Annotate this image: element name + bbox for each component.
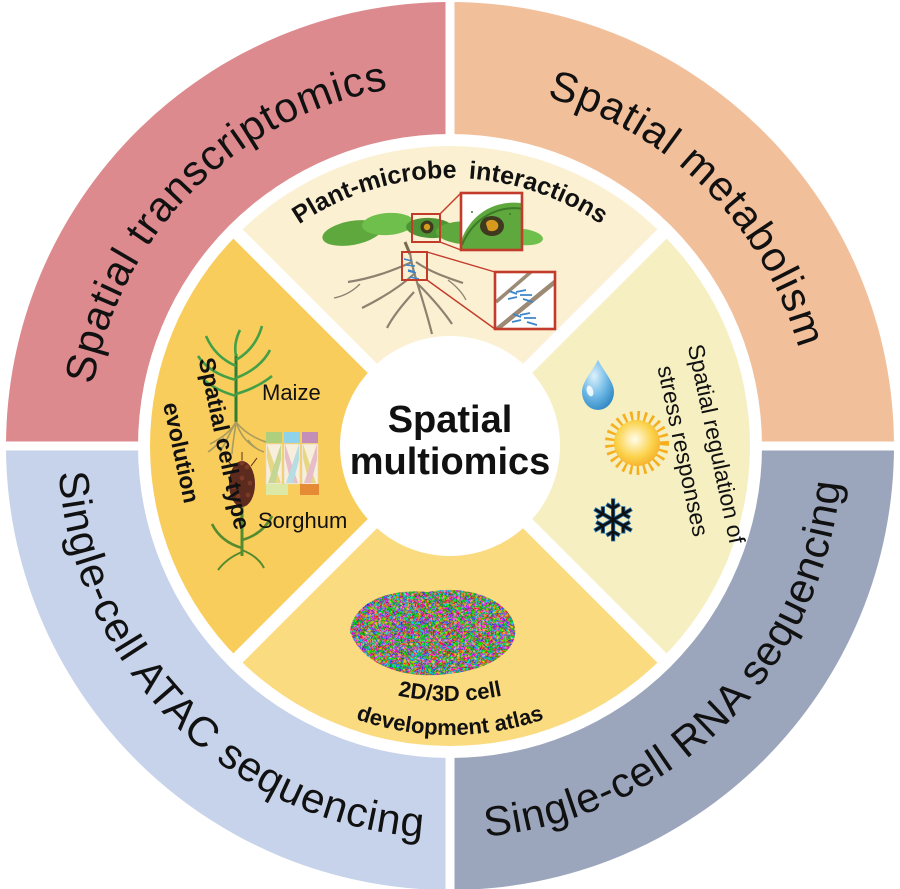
outer-segment-single-cell-atac bbox=[6, 446, 450, 889]
outer-segment-single-cell-rna bbox=[450, 446, 894, 889]
center-title-line1: Spatial bbox=[388, 399, 513, 441]
label-maize: Maize bbox=[262, 380, 321, 405]
center-title-line2: multiomics bbox=[350, 441, 551, 483]
label-sorghum: Sorghum bbox=[258, 508, 347, 533]
root-sample-box bbox=[401, 251, 428, 281]
outer-segment-spatial-transcriptomics bbox=[6, 2, 450, 446]
center-circle bbox=[340, 336, 560, 556]
root-inset bbox=[493, 270, 557, 331]
plant-illustration bbox=[322, 191, 557, 335]
synteny-diagram bbox=[265, 432, 319, 495]
snowflake-icon: ❄ bbox=[589, 489, 638, 554]
water-drop-icon bbox=[582, 360, 614, 410]
sorghum-illustration bbox=[210, 452, 274, 571]
synteny-ribbons bbox=[267, 444, 317, 483]
inner-ring-separators bbox=[225, 221, 675, 671]
sorghum-grains bbox=[231, 460, 253, 499]
sun-icon bbox=[605, 411, 669, 475]
cell-atlas-illustration bbox=[350, 589, 516, 676]
leaf-sample-box bbox=[411, 213, 441, 243]
root-microbes bbox=[403, 258, 420, 280]
inset-connector-lines bbox=[426, 192, 496, 330]
maize-roots bbox=[207, 421, 267, 455]
leaf-inset bbox=[459, 191, 524, 252]
maize-illustration bbox=[196, 325, 273, 455]
outer-segment-spatial-metabolism bbox=[450, 2, 894, 446]
sorghum-awns bbox=[225, 452, 258, 467]
